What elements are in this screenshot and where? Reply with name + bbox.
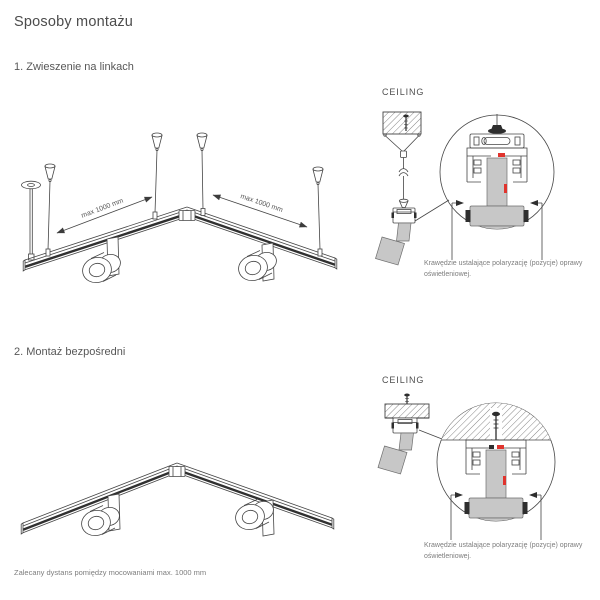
spotlight-right [238,242,277,282]
suspension-detail-diagram [375,111,555,266]
callout-line [414,199,450,222]
track-rails [22,206,338,272]
ceiling-label-1: CEILING [382,87,425,97]
screw-icon [404,393,410,404]
spotlight-mini [375,222,412,266]
section2-heading: 2. Montaż bezpośredni [14,346,126,358]
screw-icon [490,408,502,440]
ceiling-label-2: CEILING [382,375,425,385]
dimension-label-right: max 1000 mm [239,193,283,214]
suspension-cables [44,132,324,251]
section1-heading: 1. Zwieszenie na linkach [14,61,134,73]
track-head-mini [391,417,419,434]
corner-connector [178,210,196,221]
track-cross-section [450,439,542,540]
detail-caption-2: Krawędzie ustalające polaryzację (pozycj… [424,542,583,560]
spotlight-left [82,236,121,284]
detail-caption-1: Krawędzie ustalające polaryzację (pozycj… [424,260,583,278]
ceiling-anchor-mini [377,393,443,475]
corner-connector [168,466,186,477]
surface-track-diagram [20,462,335,537]
spotlight-left [81,493,121,537]
ceiling-anchor-mini [375,111,450,266]
polarity-mark-side [504,184,507,193]
suspended-track-diagram: max 1000 mm max 1000 mm [21,132,338,284]
polarity-mark-top [498,153,505,157]
direct-mount-detail-diagram [377,393,556,540]
screw-icon [403,114,409,131]
polarity-mark-side [503,476,506,485]
page-title: Sposoby montażu [14,14,134,30]
track-rails [20,462,335,535]
polarity-mark-top [497,445,504,449]
track-head-mini [391,207,417,224]
track-cross-section [451,114,543,260]
spacing-footnote: Zalecany dystans pomiędzy mocowaniami ma… [14,568,207,577]
spotlight-right [235,499,275,537]
callout-line [418,429,443,440]
dimension-label-left: max 1000 mm [80,197,124,219]
spotlight-mini [377,432,414,475]
ceiling-rose-suspension [21,180,41,261]
